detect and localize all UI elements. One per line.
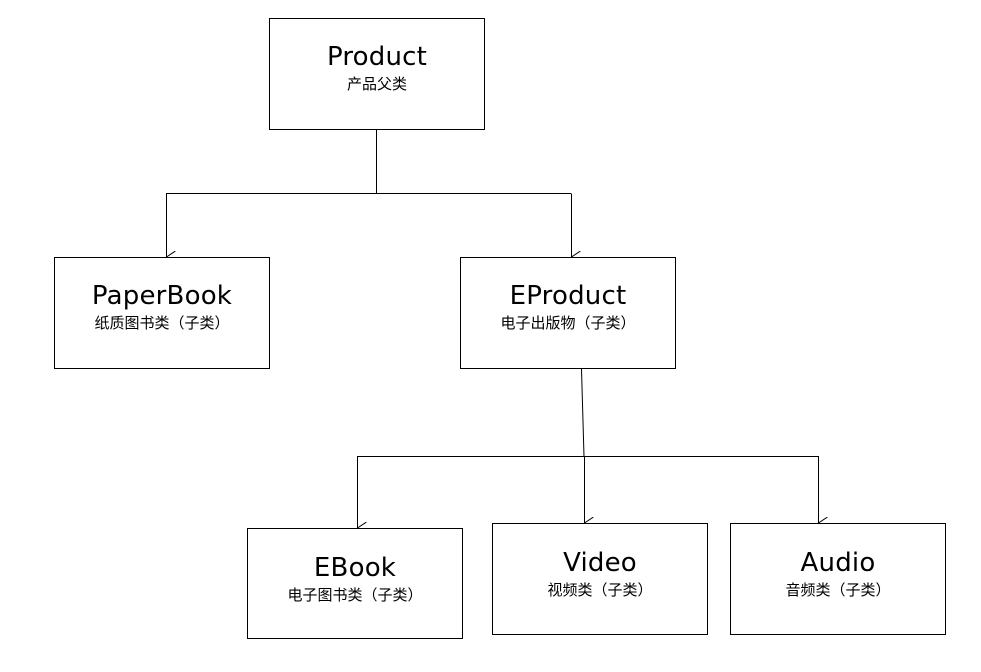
node-paperbook: PaperBook 纸质图书类（子类） [54,257,270,369]
node-eproduct: EProduct 电子出版物（子类） [460,257,676,369]
node-ebook: EBook 电子图书类（子类） [247,528,463,639]
node-title: Audio [800,548,876,578]
node-subtitle: 产品父类 [346,75,407,93]
node-subtitle: 电子出版物（子类） [500,314,636,332]
node-subtitle: 视频类（子类） [547,581,653,599]
node-subtitle: 电子图书类（子类） [287,585,423,604]
connector-eproduct-trunk [581,368,585,457]
node-title: PaperBook [91,281,233,311]
node-title: Video [563,548,637,578]
node-product: Product 产品父类 [269,18,485,130]
node-title: Product [326,42,428,72]
node-subtitle: 音频类（子类） [785,581,891,599]
node-video: Video 视频类（子类） [492,523,708,635]
node-title: EBook [313,552,397,583]
node-audio: Audio 音频类（子类） [730,523,946,635]
node-subtitle: 纸质图书类（子类） [94,314,230,332]
node-title: EProduct [509,281,627,311]
